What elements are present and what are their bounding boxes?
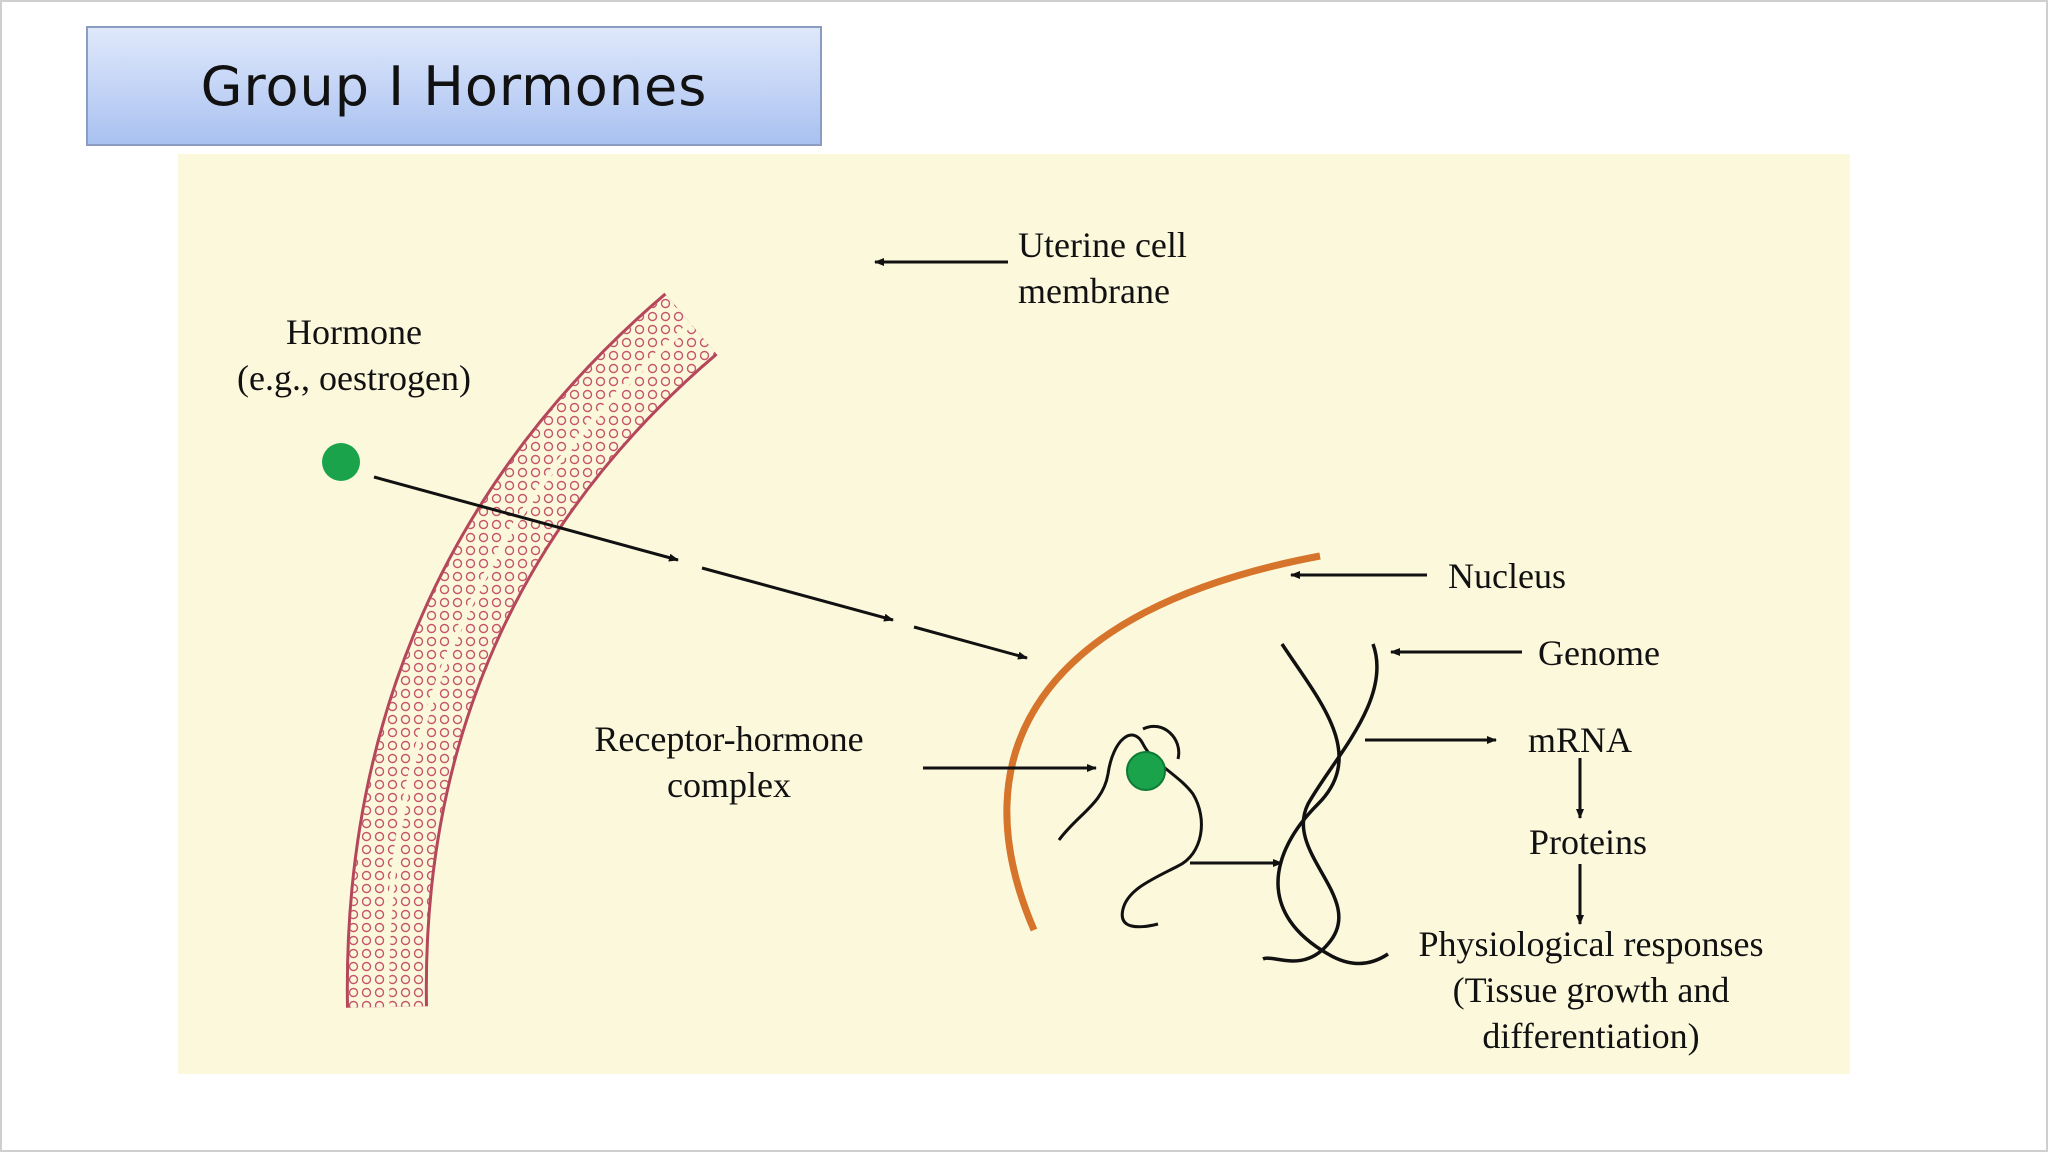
hormone-path-arrows [373, 475, 1028, 660]
receptor-protein [1057, 724, 1203, 929]
mrna-label: mRNA [1528, 720, 1632, 760]
receptor-hormone-label-line2: complex [667, 765, 791, 805]
nucleus-membrane [1003, 552, 1321, 932]
slide-title: Group I Hormones [200, 54, 708, 118]
label-pointer-arrows [874, 258, 1584, 925]
uterine-membrane [345, 292, 718, 1008]
uterine-membrane-label-line1: Uterine cell [1018, 225, 1187, 265]
proteins-label: Proteins [1529, 822, 1647, 862]
physiological-responses-label-line2: (Tissue growth and [1453, 970, 1730, 1010]
uterine-membrane-label-line2: membrane [1018, 271, 1170, 311]
physiological-responses-label-line3: differentiation) [1482, 1016, 1699, 1056]
physiological-responses-label-line1: Physiological responses [1419, 924, 1764, 964]
title-box: Group I Hormones [86, 26, 822, 146]
receptor-hormone-label-line1: Receptor-hormone [594, 719, 863, 759]
genome-helix [1262, 643, 1389, 966]
hormone-label-line1: Hormone [286, 312, 422, 352]
genome-label: Genome [1538, 633, 1660, 673]
receptor-hormone-dot [1126, 751, 1166, 791]
nucleus-label: Nucleus [1448, 556, 1566, 596]
diagram-svg: Uterine cell membrane Hormone (e.g., oes… [237, 225, 1764, 1056]
hormone-label-line2: (e.g., oestrogen) [237, 358, 471, 398]
hormone-dot [322, 443, 360, 481]
diagram-panel: Uterine cell membrane Hormone (e.g., oes… [178, 154, 1850, 1074]
